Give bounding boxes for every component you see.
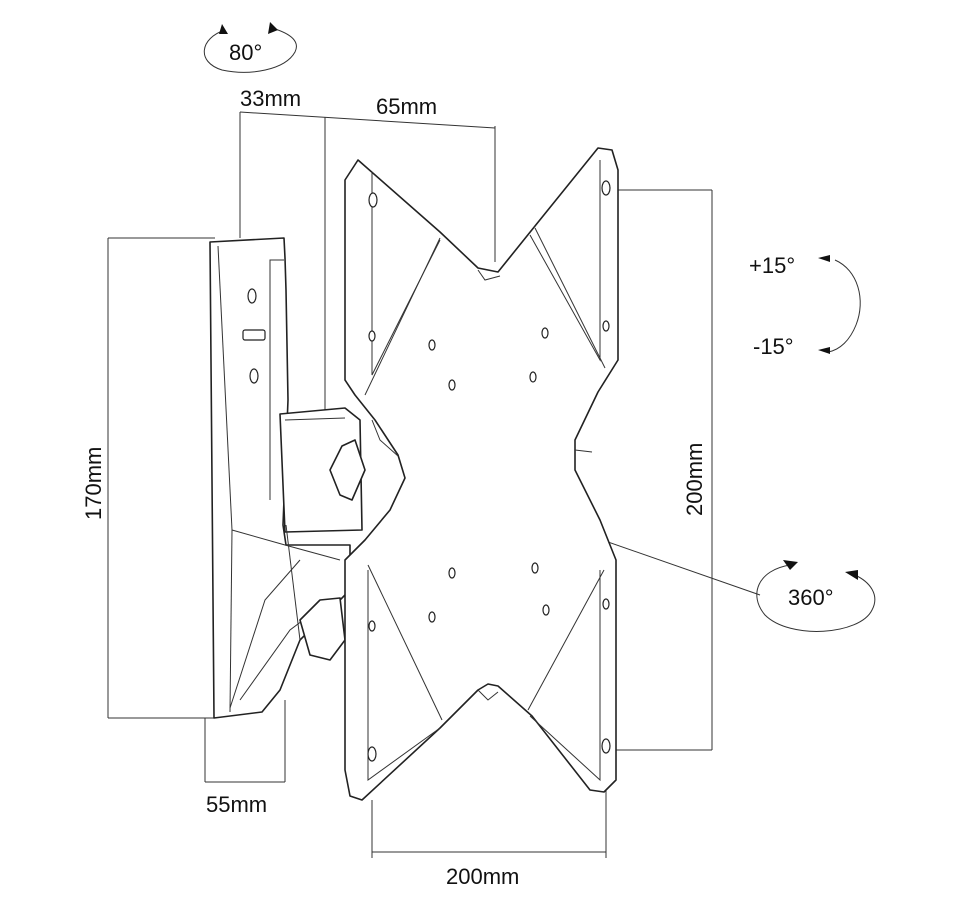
label-33mm: 33mm [240, 86, 301, 111]
tilt-arrow-80 [203, 22, 297, 73]
label-80-degrees: 80° [229, 40, 262, 65]
rotation-arrow-360 [756, 560, 876, 632]
vesa-hole-top-left [368, 192, 378, 208]
vesa-hole [541, 327, 549, 339]
pivot-arm [279, 407, 366, 661]
vesa-hole [531, 562, 539, 574]
label-65mm: 65mm [376, 94, 437, 119]
vesa-hole-bottom-left [367, 746, 377, 762]
label-170mm: 170mm [81, 447, 106, 520]
vesa-hole [368, 330, 376, 342]
wall-plate-slot [242, 329, 266, 341]
vesa-hole-bottom-right [601, 738, 611, 754]
vesa-hole [602, 598, 610, 610]
vesa-hole [602, 320, 610, 332]
label-200mm-right: 200mm [682, 443, 707, 516]
wall-plate-hole-top [247, 288, 257, 304]
label-55mm: 55mm [206, 792, 267, 817]
vesa-hole [428, 611, 436, 623]
wall-plate-hole-bottom [249, 368, 259, 384]
tilt-arrow-15 [818, 255, 861, 354]
dimension-lines [107, 111, 761, 858]
vesa-hole [529, 371, 537, 383]
label-minus-15-degrees: -15° [753, 334, 794, 359]
vesa-plate [344, 147, 619, 801]
vesa-hole [448, 379, 456, 391]
vesa-hole [428, 339, 436, 351]
vesa-hole [448, 567, 456, 579]
label-200mm-bottom: 200mm [446, 864, 519, 889]
vesa-hole [368, 620, 376, 632]
label-plus-15-degrees: +15° [749, 253, 795, 278]
vesa-hole-top-right [601, 180, 611, 196]
label-360-degrees: 360° [788, 585, 834, 610]
wall-plate [209, 237, 351, 719]
vesa-hole [542, 604, 550, 616]
